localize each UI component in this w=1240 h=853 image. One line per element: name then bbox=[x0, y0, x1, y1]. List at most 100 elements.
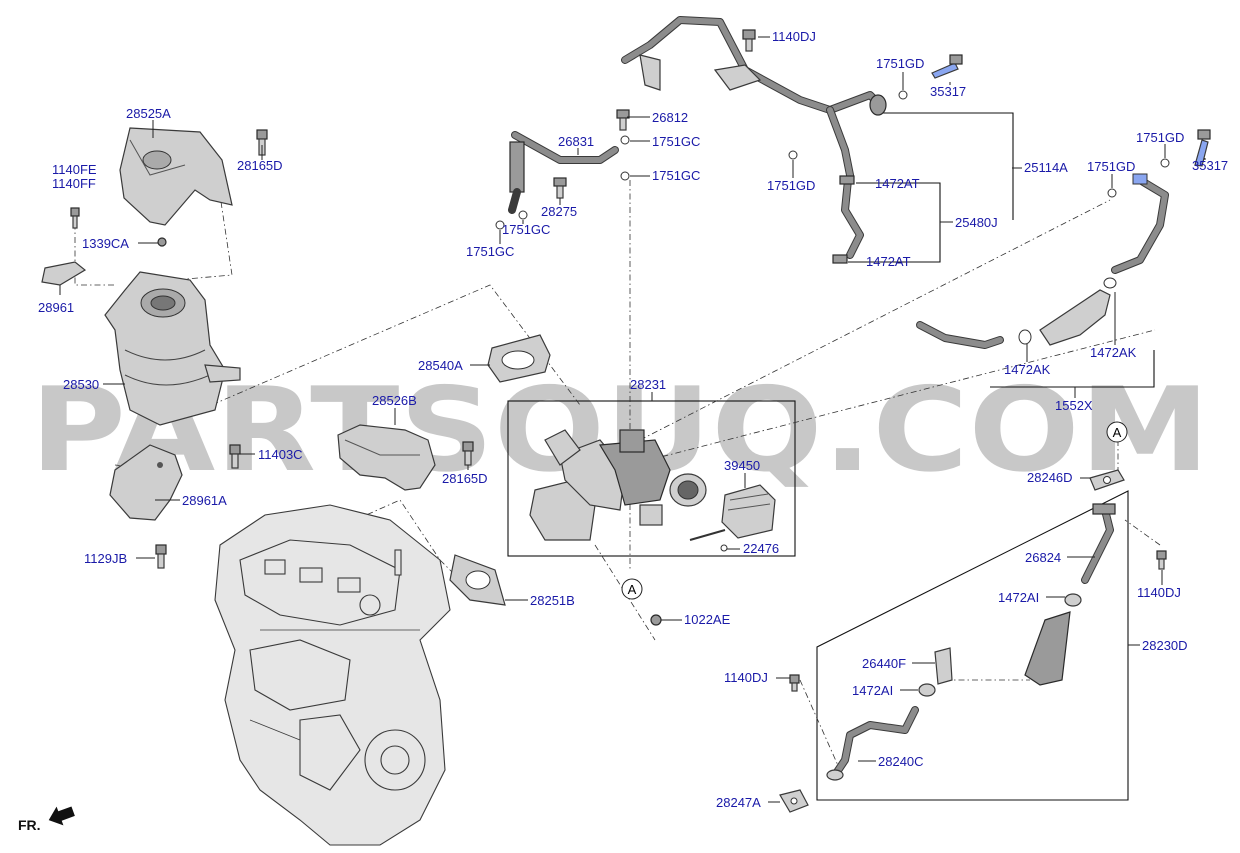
part-labels: 1140DJ 1751GD 35317 26812 26831 1751GC 1… bbox=[38, 29, 1228, 810]
label-28526B[interactable]: 28526B bbox=[372, 393, 417, 408]
label-1339CA[interactable]: 1339CA bbox=[82, 236, 129, 251]
engine-block[interactable] bbox=[214, 504, 451, 846]
ref-marker-a-left: A bbox=[621, 578, 643, 600]
gasket-28246D[interactable] bbox=[1089, 469, 1125, 491]
coolant-pipe-25114A[interactable] bbox=[621, 16, 887, 179]
label-28525A[interactable]: 28525A bbox=[126, 106, 171, 121]
hose-26440F[interactable] bbox=[934, 647, 953, 685]
label-1751GD-right[interactable]: 1751GD bbox=[1087, 159, 1135, 174]
label-1472AK-b[interactable]: 1472AK bbox=[1090, 345, 1137, 360]
label-35317-right[interactable]: 35317 bbox=[1192, 158, 1228, 173]
label-1140FE[interactable]: 1140FE bbox=[52, 162, 97, 177]
gasket-28247A[interactable] bbox=[779, 789, 809, 813]
ref-marker-a-right: A bbox=[1106, 421, 1128, 443]
label-28251B[interactable]: 28251B bbox=[530, 593, 575, 608]
label-1022AE[interactable]: 1022AE bbox=[684, 612, 731, 627]
label-35317-top[interactable]: 35317 bbox=[930, 84, 966, 99]
label-28247A[interactable]: 28247A bbox=[716, 795, 761, 810]
front-marker: FR. bbox=[18, 806, 75, 833]
label-1751GC-a[interactable]: 1751GC bbox=[652, 134, 700, 149]
clamp-1472AI-a[interactable] bbox=[1064, 593, 1082, 607]
label-1472AI-b[interactable]: 1472AI bbox=[852, 683, 893, 698]
label-11403C[interactable]: 11403C bbox=[258, 447, 303, 462]
label-1751GC-b[interactable]: 1751GC bbox=[652, 168, 700, 183]
hose-25480J[interactable] bbox=[832, 175, 864, 264]
bolt-11403C[interactable] bbox=[229, 444, 241, 469]
gasket-28251B[interactable] bbox=[449, 554, 506, 606]
label-1140DJ-top[interactable]: 1140DJ bbox=[772, 29, 816, 44]
label-1751GD-mid[interactable]: 1751GD bbox=[767, 178, 815, 193]
label-28230D[interactable]: 28230D bbox=[1142, 638, 1188, 653]
clip-22476[interactable] bbox=[720, 544, 728, 552]
bolt-35317-top[interactable] bbox=[931, 54, 963, 79]
label-1472AI-a[interactable]: 1472AI bbox=[998, 590, 1039, 605]
label-28165D-top[interactable]: 28165D bbox=[237, 158, 283, 173]
label-1751GC-c[interactable]: 1751GC bbox=[502, 222, 550, 237]
svg-text:A: A bbox=[628, 582, 637, 597]
bolt-1140FE[interactable] bbox=[70, 207, 80, 229]
label-39450[interactable]: 39450 bbox=[724, 458, 760, 473]
label-1129JB[interactable]: 1129JB bbox=[84, 551, 127, 566]
label-1140DJ-right[interactable]: 1140DJ bbox=[1137, 585, 1181, 600]
label-1140FF[interactable]: 1140FF bbox=[52, 176, 96, 191]
label-26831[interactable]: 26831 bbox=[558, 134, 594, 149]
clamp-1472AI-b[interactable] bbox=[918, 683, 936, 697]
bolt-1140DJ-low[interactable] bbox=[789, 674, 800, 692]
actuator-39450[interactable] bbox=[689, 484, 776, 541]
coolant-pipe-1552X[interactable] bbox=[916, 173, 1169, 349]
leader-lines bbox=[59, 36, 1206, 803]
label-28530[interactable]: 28530 bbox=[63, 377, 99, 392]
label-1140DJ-low[interactable]: 1140DJ bbox=[724, 670, 768, 685]
bolt-28165D-mid[interactable] bbox=[462, 441, 474, 466]
gasket-28540A[interactable] bbox=[487, 334, 551, 383]
label-26824[interactable]: 26824 bbox=[1025, 550, 1061, 565]
label-28240C[interactable]: 28240C bbox=[878, 754, 924, 769]
label-22476[interactable]: 22476 bbox=[743, 541, 779, 556]
frame-1552X bbox=[990, 350, 1155, 388]
heat-shield-28526B[interactable] bbox=[337, 424, 436, 491]
label-26440F[interactable]: 26440F bbox=[862, 656, 906, 671]
label-28246D[interactable]: 28246D bbox=[1027, 470, 1073, 485]
label-1751GC-d[interactable]: 1751GC bbox=[466, 244, 514, 259]
front-marker-label: FR. bbox=[18, 817, 41, 833]
label-28275[interactable]: 28275 bbox=[541, 204, 577, 219]
label-1472AT-a[interactable]: 1472AT bbox=[875, 176, 920, 191]
label-1751GD-far[interactable]: 1751GD bbox=[1136, 130, 1184, 145]
label-28540A[interactable]: 28540A bbox=[418, 358, 463, 373]
oil-pipe-28240C[interactable] bbox=[826, 706, 919, 781]
turbocharger-28231[interactable] bbox=[529, 429, 707, 541]
label-28231[interactable]: 28231 bbox=[630, 377, 666, 392]
bolt-1140DJ-right[interactable] bbox=[1156, 550, 1167, 570]
bolt-1140DJ-top[interactable] bbox=[742, 29, 756, 52]
washers bbox=[495, 90, 1170, 230]
heat-shield-28525A[interactable] bbox=[119, 127, 233, 226]
bolt-1129JB[interactable] bbox=[155, 544, 167, 569]
label-1751GD-top[interactable]: 1751GD bbox=[876, 56, 924, 71]
bracket-28961[interactable] bbox=[41, 261, 87, 286]
bolt-28275[interactable] bbox=[553, 177, 567, 199]
svg-text:A: A bbox=[1113, 425, 1122, 440]
label-25480J[interactable]: 25480J bbox=[955, 215, 998, 230]
label-1472AK-a[interactable]: 1472AK bbox=[1004, 362, 1051, 377]
nut-1339CA[interactable] bbox=[157, 237, 167, 247]
oil-line-frame bbox=[816, 490, 1129, 801]
bolt-26812[interactable] bbox=[616, 109, 630, 131]
arrow-icon bbox=[48, 806, 75, 826]
catalytic-converter-28530[interactable] bbox=[104, 271, 241, 426]
label-26812[interactable]: 26812 bbox=[652, 110, 688, 125]
label-28961[interactable]: 28961 bbox=[38, 300, 74, 315]
oil-pipe-26831[interactable] bbox=[508, 131, 619, 214]
label-25114A[interactable]: 25114A bbox=[1024, 160, 1068, 175]
bolt-35317-right[interactable] bbox=[1194, 129, 1211, 167]
frame-25114A bbox=[880, 112, 1014, 220]
hose-28230D[interactable] bbox=[1024, 611, 1071, 686]
hose-1472AK[interactable] bbox=[1018, 277, 1117, 346]
label-28165D-mid[interactable]: 28165D bbox=[442, 471, 488, 486]
label-1472AT-b[interactable]: 1472AT bbox=[866, 254, 911, 269]
bolt-1022AE[interactable] bbox=[650, 614, 662, 626]
label-1552X[interactable]: 1552X bbox=[1055, 398, 1093, 413]
oil-pipe-26824[interactable] bbox=[1081, 503, 1116, 584]
label-28961A[interactable]: 28961A bbox=[182, 493, 227, 508]
frame-25480J bbox=[848, 182, 941, 263]
